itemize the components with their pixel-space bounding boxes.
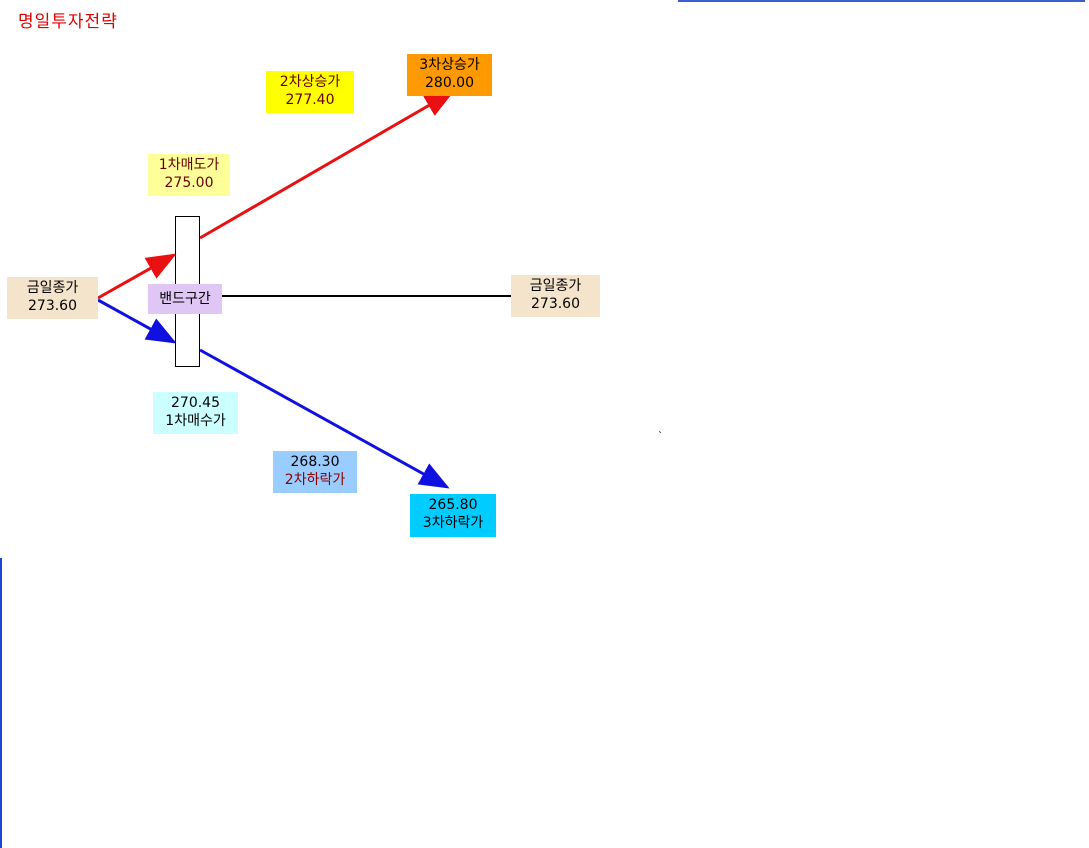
up-arrow-short — [97, 253, 177, 300]
sell1-label: 1차매도가 — [158, 157, 220, 173]
top-edge-line — [678, 0, 1085, 2]
down2-value: 268.30 — [290, 454, 340, 470]
up2-label: 2차상승가 — [279, 74, 341, 90]
down2-box: 268.30 2차하락가 — [273, 451, 357, 493]
stray-mark: ` — [658, 431, 663, 442]
down3-label: 3차하락가 — [422, 515, 484, 531]
down2-label: 2차하락가 — [284, 472, 346, 488]
left-edge-line — [0, 558, 2, 848]
up3-label: 3차상승가 — [419, 57, 480, 73]
sell1-box: 1차매도가 275.00 — [148, 154, 230, 196]
down3-box: 265.80 3차하락가 — [410, 494, 496, 537]
close-left-label: 금일종가 — [26, 280, 79, 296]
up2-value: 277.40 — [285, 92, 335, 108]
buy1-box: 270.45 1차매수가 — [153, 392, 238, 434]
down3-value: 265.80 — [428, 497, 478, 513]
up3-box: 3차상승가 280.00 — [407, 54, 492, 96]
close-right-label: 금일종가 — [529, 278, 582, 294]
up3-value: 280.00 — [425, 75, 474, 91]
close-right-box: 금일종가 273.60 — [511, 275, 600, 317]
page-title: 명일투자전략 — [18, 12, 118, 32]
band-label: 밴드구간 — [148, 284, 222, 314]
buy1-label: 1차매수가 — [165, 413, 226, 429]
sell1-value: 275.00 — [164, 175, 214, 191]
up2-box: 2차상승가 277.40 — [266, 71, 354, 113]
buy1-value: 270.45 — [171, 395, 220, 411]
down-arrow-short — [97, 298, 177, 344]
close-left-box: 금일종가 273.60 — [7, 277, 98, 319]
down-arrow-long — [199, 348, 450, 489]
close-left-value: 273.60 — [28, 298, 77, 314]
up-arrow-long — [199, 90, 455, 240]
close-right-value: 273.60 — [531, 296, 580, 312]
